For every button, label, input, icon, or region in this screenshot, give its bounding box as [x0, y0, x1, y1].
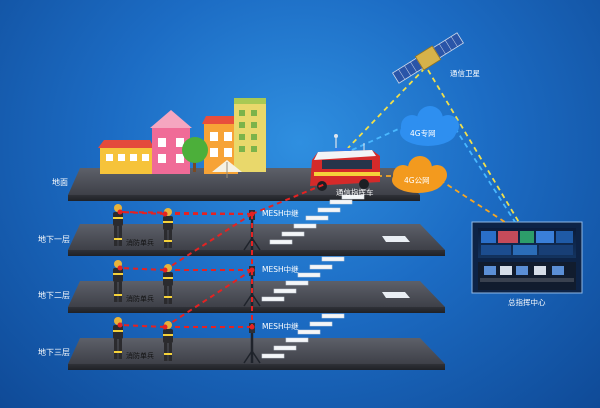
cloud-4g-public [392, 156, 447, 193]
floor-b1 [68, 224, 445, 256]
stair-opening [382, 236, 410, 242]
firefighter-b1-a [113, 204, 123, 246]
stair-opening [382, 292, 410, 298]
floor-label-ground: 地面 [52, 177, 68, 187]
floor-label-b2: 地下二层 [38, 290, 70, 300]
command-center-label: 总指挥中心 [508, 297, 546, 307]
link-private-net [351, 125, 516, 223]
floor-label-b3: 地下三层 [38, 347, 70, 357]
cloud-public-label: 4G公网 [404, 176, 430, 185]
firefighter-b2-b [163, 264, 173, 304]
command-center-photo [471, 221, 583, 294]
mesh-label-b2: MESH中继 [262, 321, 299, 331]
mesh-label-ground: MESH中继 [262, 208, 299, 218]
firefighter-label-b2: 消防单兵 [126, 294, 154, 303]
stairs-b2-b3 [261, 313, 345, 359]
link-satellite-center [427, 69, 521, 225]
satellite-label: 通信卫星 [450, 68, 480, 78]
cloud-4g-private [400, 106, 459, 146]
firefighter-b3-b [163, 321, 173, 361]
mesh-label-b1: MESH中继 [262, 264, 299, 274]
vehicle-label: 通信指挥车 [336, 187, 374, 197]
floor-label-b1: 地下一层 [38, 234, 70, 244]
stairs-b1-b2 [261, 256, 345, 302]
link-endpoints [117, 209, 255, 330]
floor-b3 [68, 338, 445, 370]
floor-b2 [68, 281, 445, 313]
satellite-icon [392, 32, 464, 84]
stairs-ground-b1 [269, 194, 365, 245]
link-satellite-vehicle [347, 67, 426, 149]
mesh-links [119, 181, 331, 328]
firefighter-b3-a [113, 317, 123, 359]
building-cluster [98, 98, 266, 178]
firefighter-label-b1: 消防单兵 [126, 238, 154, 247]
cloud-private-label: 4G专网 [410, 128, 436, 138]
firefighter-label-b3: 消防单兵 [126, 351, 154, 360]
firefighter-b2-a [113, 260, 123, 302]
